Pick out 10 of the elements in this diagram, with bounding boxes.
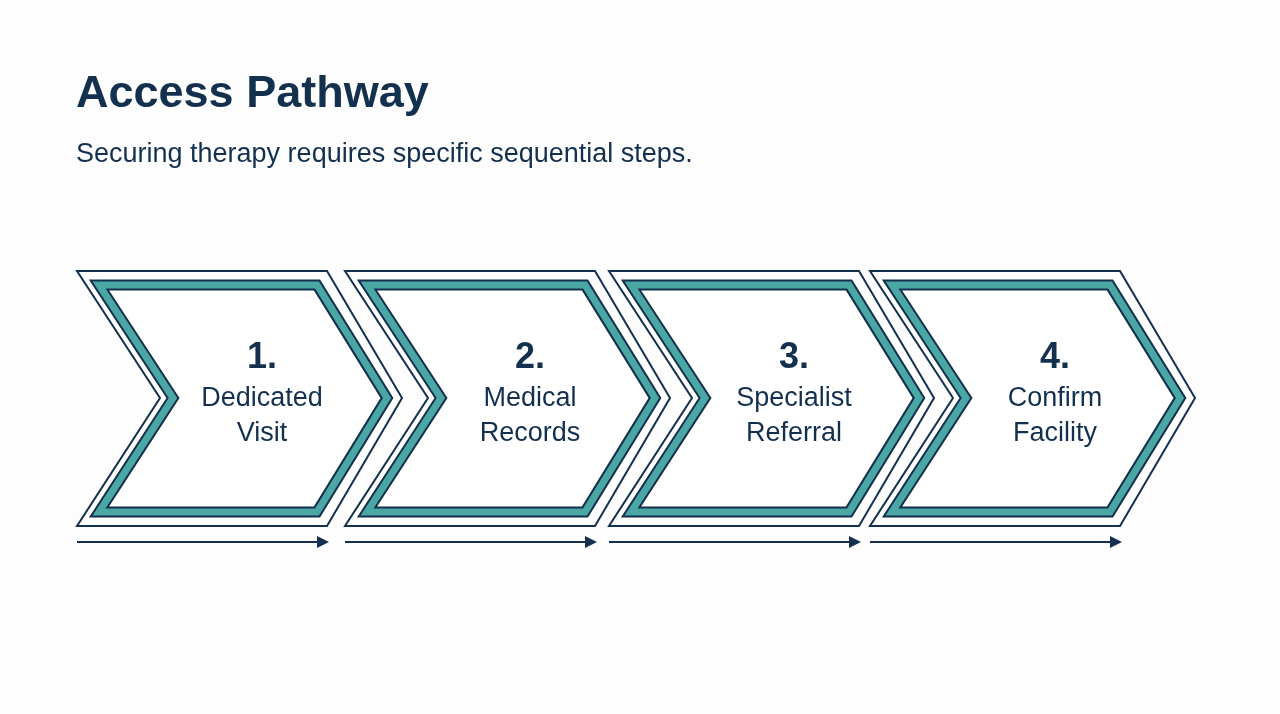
step-number: 3. xyxy=(779,336,809,376)
step-label: Specialist Referral xyxy=(735,380,853,449)
step-number: 4. xyxy=(1040,336,1070,376)
step-label: Confirm Facility xyxy=(1006,380,1104,449)
step-number: 2. xyxy=(515,336,545,376)
subtitle: Securing therapy requires specific sequential steps. xyxy=(76,138,693,169)
step-label: Dedicated Visit xyxy=(200,380,324,449)
title: Access Pathway xyxy=(76,66,429,118)
step-label: Medical Records xyxy=(478,380,582,449)
step-number: 1. xyxy=(247,336,277,376)
